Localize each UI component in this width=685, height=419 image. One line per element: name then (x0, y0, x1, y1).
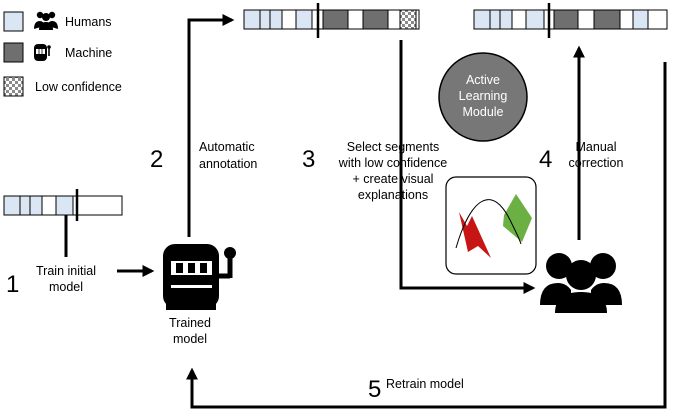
step-5: 5 Retrain model (368, 376, 464, 403)
legend-machine-swatch (3, 42, 24, 63)
arrow-automatic-annotation (187, 14, 235, 237)
legend-low-confidence-label: Low confidence (35, 80, 122, 94)
legend-low-confidence-swatch (3, 76, 24, 97)
human-annotators-icon (540, 253, 622, 313)
step-2-line2: annotation (199, 157, 257, 171)
step-1-number: 1 (6, 271, 19, 298)
module-label-line2: Learning (459, 89, 508, 103)
step-4-line2: correction (569, 156, 624, 170)
step-2-number: 2 (150, 146, 163, 173)
step-5-line1: Retrain model (386, 377, 464, 391)
step-3-line3: + create visual (353, 172, 434, 186)
humans-icon (34, 11, 58, 30)
arrow-select-segments (399, 40, 536, 294)
active-learning-module: Active Learning Module (438, 52, 528, 142)
slot-machine-small-icon (34, 44, 51, 61)
module-label-line3: Module (463, 105, 504, 119)
timeline-bar-initial (3, 189, 123, 221)
visual-explanation-panel (445, 176, 537, 275)
step-3-line1: Select segments (347, 140, 439, 154)
step-4: 4 Manual correction (539, 140, 623, 173)
step-1-line1: Train initial (36, 264, 96, 278)
step-1: 1 Train initial model (6, 264, 96, 298)
step-3: 3 Select segments with low confidence + … (302, 140, 447, 202)
green-flag-shape (503, 194, 532, 242)
timeline-bar-corrected (473, 3, 668, 38)
step-4-number: 4 (539, 146, 552, 173)
step-3-line4: explanations (358, 188, 428, 202)
legend-humans-label: Humans (65, 15, 112, 29)
step-2: 2 Automatic annotation (150, 140, 257, 173)
flow-connectors (64, 14, 667, 409)
step-3-line2: with low confidence (338, 156, 447, 170)
legend-humans-swatch (3, 11, 24, 32)
legend: Humans Machine Low confidence (3, 11, 122, 97)
step-3-number: 3 (302, 146, 315, 173)
red-flag-shape (459, 212, 491, 258)
legend-machine-label: Machine (65, 46, 112, 60)
explanation-curve (455, 199, 522, 249)
step-5-number: 5 (368, 376, 381, 403)
timeline-bar-annotated (243, 3, 420, 38)
module-label-line1: Active (466, 73, 500, 87)
step-1-line2: model (49, 280, 83, 294)
step-2-line1: Automatic (199, 140, 255, 154)
arrow-retrain-model (186, 62, 667, 409)
slot-machine-icon (163, 244, 236, 310)
trained-model-label-line2: model (173, 332, 207, 346)
step-4-line1: Manual (576, 140, 617, 154)
trained-model-label-line1: Trained (169, 316, 211, 330)
